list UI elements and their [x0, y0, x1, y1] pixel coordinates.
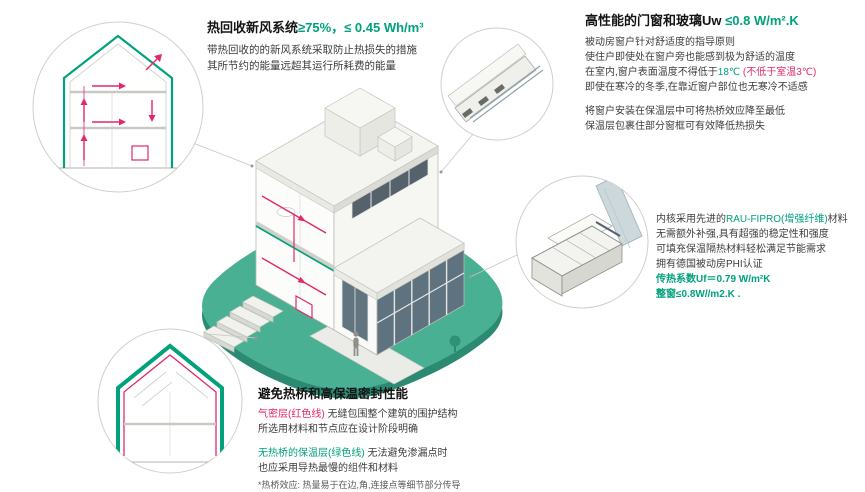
airtight-layer: [123, 354, 217, 456]
annotation-heat-recovery: 热回收新风系统≥75%，≤ 0.45 Wh/m³ 带热回收的的新风系统采取防止热…: [207, 20, 507, 74]
shrub: [449, 335, 461, 352]
profile-line2: 无需额外补强,具有超强的稳定性和强度: [656, 229, 829, 240]
windows-line3-temp: 18℃: [717, 66, 741, 78]
windows-line5: 将窗户安装在保温层中可将热桥效应降至最低: [585, 105, 785, 117]
windows-line2: 使住户即使处在窗户旁也能感到极为舒适的温度: [585, 51, 795, 63]
heat-recovery-title-text: 热回收新风系统: [207, 20, 299, 35]
airflow-arrows: [80, 54, 162, 166]
leader-line: [187, 140, 253, 167]
profile-line1: 内核采用先进的RAU-FIPRO(增强纤维)材料: [656, 212, 862, 227]
annotation-thermal: 避免热桥和高保温密封性能 气密层(红色线) 无缝包围整个建筑的围护结构 所选用材…: [258, 386, 558, 492]
rooftop-equipment: [324, 87, 413, 162]
annotation-profile: 内核采用先进的RAU-FIPRO(增强纤维)材料 无需额外补强,具有超强的稳定性…: [656, 212, 862, 302]
windows-title-value: ≤0.8 W/m².K: [725, 13, 799, 28]
bathtub: [276, 207, 296, 217]
profile-line3: 可填充保温隔热材料轻松满足节能需求: [656, 244, 826, 255]
leader-line: [440, 132, 475, 173]
windows-line6: 保温层包裹住部分窗框可有效降低热损失: [585, 120, 765, 132]
thermal-title: 避免热桥和高保温密封性能: [258, 387, 409, 401]
leader-lines: [187, 132, 518, 340]
main-house-illustration: [202, 87, 503, 399]
profile-line1-material: RAU-FIPRO(增强纤维): [726, 214, 828, 225]
profile-line1-post: 材料: [827, 214, 848, 225]
thermal-line1-text: 无缝包围整个建筑的围护结构: [324, 409, 458, 421]
profile-line4: 拥有德国被动房PHI认证: [656, 259, 763, 270]
profile-uw-value: 整窗≤0.8W//m2.K .: [656, 289, 741, 300]
thermal-line2: 所选用材料和节点应在设计阶段明确: [258, 424, 418, 436]
leader-line: [469, 254, 518, 278]
profile-uf-value: 传热系数Uf＝0.79 W/m²K: [656, 274, 771, 285]
thermal-line4: 也应采用导热最慢的组件和材料: [258, 463, 398, 475]
ventilation-ducts: [261, 195, 327, 320]
thermal-line3: 无热桥的保温层(绿色线) 无法避免渗漏点时: [258, 446, 558, 461]
windows-line4: 即使在寒冷的冬季,在靠近窗户部位也无寒冷不适感: [585, 81, 808, 93]
windows-line3-note: (不低于室温3℃): [740, 66, 817, 78]
person-figure: [353, 331, 359, 356]
windows-line3-pre: 在室内,窗户表面温度不得低于: [585, 66, 718, 78]
leader-line: [207, 333, 257, 339]
thermal-bridge-callout: [97, 328, 243, 474]
windows-line1: 被动房窗户针对舒适度的指导原则: [585, 36, 735, 48]
windows-title-text: 高性能的门窗和玻璃Uw: [585, 13, 726, 28]
insulation-line-mid: [255, 225, 335, 272]
thermal-line1-label: 气密层(红色线): [258, 409, 325, 421]
heat-recovery-body-line2: 其所节约的能量远超其运行所耗费的能量: [207, 60, 396, 73]
annotation-windows: 高性能的门窗和玻璃Uw ≤0.8 W/m².K 被动房窗户针对舒适度的指导原则 …: [585, 13, 861, 134]
window-detail-callout: [440, 27, 554, 141]
heat-recovery-body-line1: 带热回收的的新风系统采取防止热损失的措施: [207, 43, 417, 56]
section-envelope: [62, 34, 174, 168]
heat-recovery-callout: [32, 21, 204, 193]
thermal-footnote: *热桥效应: 热量易于在边,角,连接点等细节部分传导: [258, 480, 461, 491]
heat-recovery-unit: [131, 145, 149, 161]
window-profile-callout: [515, 175, 649, 309]
windows-line3: 在室内,窗户表面温度不得低于18℃ (不低于室温3℃): [585, 65, 861, 80]
windows-title: 高性能的门窗和玻璃Uw ≤0.8 W/m².K: [585, 13, 861, 30]
ventilation-unit: [295, 294, 313, 320]
thermal-line3-label: 无热桥的保温层(绿色线): [258, 448, 365, 460]
garden-stairs: [203, 295, 284, 353]
glass-wing: [333, 217, 465, 356]
heat-recovery-title-value: ≥75%，≤ 0.45 Wh/m³: [298, 20, 424, 35]
heat-recovery-title: 热回收新风系统≥75%，≤ 0.45 Wh/m³: [207, 20, 507, 37]
profile-line1-pre: 内核采用先进的: [656, 214, 726, 225]
thermal-line3-text: 无法避免渗漏点时: [364, 448, 448, 460]
thermal-line1: 气密层(红色线) 无缝包围整个建筑的围护结构: [258, 407, 558, 422]
